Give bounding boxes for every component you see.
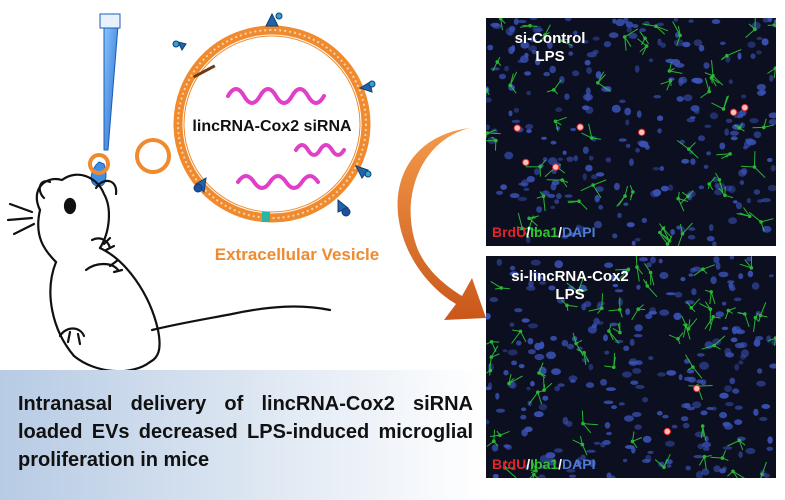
cell-field <box>486 256 776 478</box>
droplet-ring-large <box>135 138 171 174</box>
panel-title-line1: si-Control <box>514 30 586 47</box>
membrane-protein-icon <box>172 12 376 217</box>
legend-iba1: Iba1 <box>530 456 559 472</box>
stain-legend: BrdU/Iba1/DAPI <box>492 456 595 472</box>
panel-title-line2: LPS <box>535 48 565 65</box>
cell-field <box>486 18 776 246</box>
panel-title: si-lincRNA-Cox2 LPS <box>500 268 640 304</box>
legend-separator: / <box>558 456 563 472</box>
panel-title: si-Control LPS <box>500 30 600 66</box>
cargo-label: lincRNA-Cox2 siRNA <box>192 118 352 135</box>
panel-title-line1: si-lincRNA-Cox2 <box>511 268 629 285</box>
legend-separator: / <box>558 224 563 240</box>
legend-separator: / <box>526 224 531 240</box>
legend-brdu: BrdU <box>492 456 527 472</box>
panel-title-line2: LPS <box>555 286 585 303</box>
caption-text: Intranasal delivery of lincRNA-Cox2 siRN… <box>18 393 473 471</box>
stain-legend: BrdU/Iba1/DAPI <box>492 224 595 240</box>
curved-arrow-icon <box>397 128 486 320</box>
microscopy-panel-si-lincrna-cox2: si-lincRNA-Cox2 LPS BrdU/Iba1/DAPI <box>486 256 776 478</box>
legend-dapi: DAPI <box>562 224 596 240</box>
legend-iba1: Iba1 <box>530 224 559 240</box>
droplet-ring-small <box>88 153 110 175</box>
legend-dapi: DAPI <box>562 456 596 472</box>
sirna-strand-icon <box>226 87 346 190</box>
legend-brdu: BrdU <box>492 224 527 240</box>
microscopy-panel-si-control: si-Control LPS BrdU/Iba1/DAPI <box>486 18 776 246</box>
caption-box: Intranasal delivery of lincRNA-Cox2 siRN… <box>0 370 484 500</box>
extracellular-vesicle: lincRNA-Cox2 siRNA <box>172 12 376 223</box>
legend-separator: / <box>526 456 531 472</box>
vesicle-label: Extracellular Vesicle <box>215 245 379 264</box>
